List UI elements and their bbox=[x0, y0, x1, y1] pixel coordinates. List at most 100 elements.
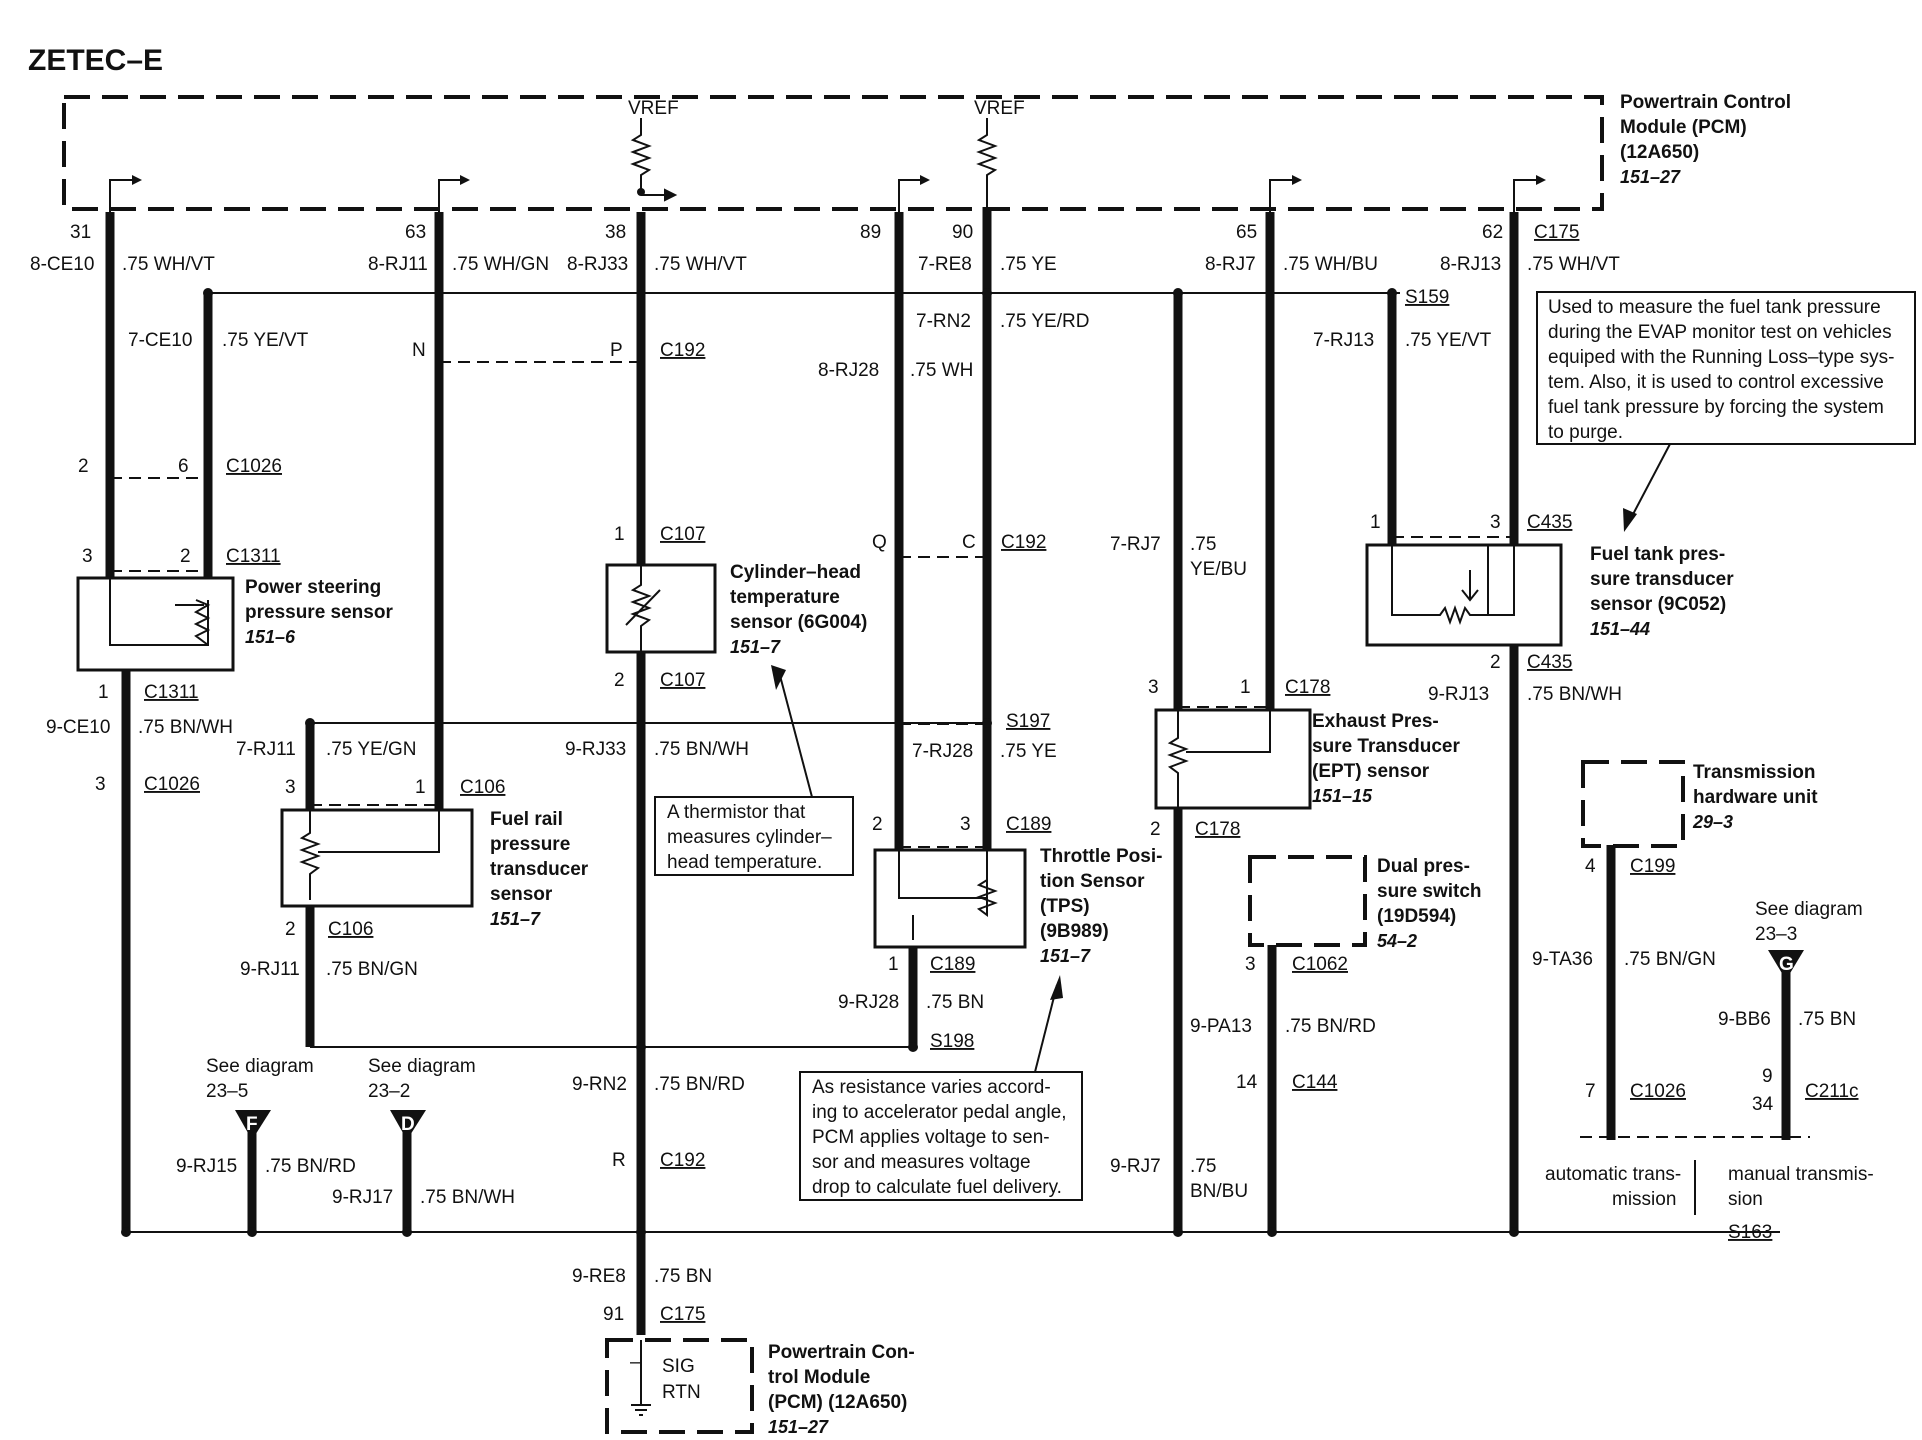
svg-text:.75 BN/WH: .75 BN/WH bbox=[420, 1187, 515, 1208]
svg-text:Fuel tank pres-: Fuel tank pres- bbox=[1590, 544, 1725, 565]
resistance-arrow bbox=[1034, 984, 1058, 1073]
svg-text:9-RN2: 9-RN2 bbox=[572, 1074, 627, 1095]
svg-text:9-RE8: 9-RE8 bbox=[572, 1266, 626, 1287]
svg-text:2: 2 bbox=[1150, 819, 1161, 840]
svg-text:Throttle Posi-: Throttle Posi- bbox=[1040, 846, 1162, 867]
cht-sensor-label: Cylinder–head temperature sensor (6G004)… bbox=[730, 562, 867, 657]
svg-text:C178: C178 bbox=[1195, 819, 1240, 840]
svg-text:6: 6 bbox=[178, 456, 189, 477]
svg-text:.75 BN/RD: .75 BN/RD bbox=[265, 1156, 356, 1177]
power-steering-sensor-box bbox=[76, 576, 235, 672]
svg-text:Power steering: Power steering bbox=[245, 577, 381, 598]
svg-text:C199: C199 bbox=[1630, 856, 1675, 877]
svg-text:9-BB6: 9-BB6 bbox=[1718, 1009, 1771, 1030]
svg-text:1: 1 bbox=[1370, 512, 1381, 533]
svg-text:C1062: C1062 bbox=[1292, 954, 1348, 975]
svg-text:S198: S198 bbox=[930, 1031, 974, 1052]
svg-text:151–27: 151–27 bbox=[1620, 167, 1681, 187]
fuel-rail-symbol bbox=[299, 810, 440, 900]
thermistor-symbol bbox=[625, 565, 661, 652]
svg-text:C106: C106 bbox=[460, 777, 505, 798]
pcm-pin-flags bbox=[109, 175, 1546, 212]
svg-text:(TPS): (TPS) bbox=[1040, 896, 1090, 917]
svg-text:8-RJ7: 8-RJ7 bbox=[1205, 254, 1256, 275]
ps-sensor-symbol bbox=[109, 578, 211, 646]
svg-text:.75 BN: .75 BN bbox=[926, 992, 984, 1013]
evap-note: Used to measure the fuel tank pressure d… bbox=[1548, 297, 1894, 443]
svg-text:fuel tank pressure by forcing: fuel tank pressure by forcing the system bbox=[1548, 397, 1884, 418]
svg-text:2: 2 bbox=[78, 456, 89, 477]
connector-dashes bbox=[110, 361, 1810, 1215]
see-diagram-d: See diagram 23–2 D bbox=[368, 1056, 476, 1140]
svg-text:Fuel rail: Fuel rail bbox=[490, 809, 563, 830]
svg-text:R: R bbox=[612, 1150, 626, 1171]
circuit-labels: 8-CE10 .75 WH/VT 8-RJ11 .75 WH/GN 8-RJ33… bbox=[30, 254, 1856, 1287]
svg-text:tion Sensor: tion Sensor bbox=[1040, 871, 1145, 892]
svg-text:4: 4 bbox=[1585, 856, 1596, 877]
ftp-sensor-label: Fuel tank pres- sure transducer sensor (… bbox=[1590, 544, 1734, 639]
svg-text:C189: C189 bbox=[1006, 814, 1051, 835]
dual-pressure-switch-box bbox=[1248, 855, 1367, 947]
svg-text:.75 BN/WH: .75 BN/WH bbox=[138, 717, 233, 738]
ept-sensor-label: Exhaust Pres- sure Transducer (EPT) sens… bbox=[1312, 711, 1460, 806]
svg-text:Q: Q bbox=[872, 532, 887, 553]
svg-text:C435: C435 bbox=[1527, 512, 1572, 533]
svg-text:sure Transducer: sure Transducer bbox=[1312, 736, 1460, 757]
svg-text:1: 1 bbox=[888, 954, 899, 975]
svg-text:sensor: sensor bbox=[490, 884, 553, 905]
svg-text:As resistance varies accord-: As resistance varies accord- bbox=[812, 1077, 1051, 1098]
svg-text:during the EVAP monitor test o: during the EVAP monitor test on vehicles bbox=[1548, 322, 1892, 343]
svg-text:23–3: 23–3 bbox=[1755, 924, 1797, 945]
svg-text:3: 3 bbox=[285, 777, 296, 798]
pcm-bottom-box bbox=[605, 1338, 754, 1434]
svg-text:7: 7 bbox=[1585, 1081, 1596, 1102]
svg-text:hardware unit: hardware unit bbox=[1693, 787, 1818, 808]
tps-label: Throttle Posi- tion Sensor (TPS) (9B989)… bbox=[1040, 846, 1162, 966]
svg-text:.75 WH: .75 WH bbox=[910, 360, 973, 381]
svg-text:1: 1 bbox=[98, 682, 109, 703]
svg-text:9-RJ17: 9-RJ17 bbox=[332, 1187, 393, 1208]
svg-text:2: 2 bbox=[285, 919, 296, 940]
svg-text:8-RJ13: 8-RJ13 bbox=[1440, 254, 1501, 275]
svg-text:(EPT) sensor: (EPT) sensor bbox=[1312, 761, 1430, 782]
svg-text:31: 31 bbox=[70, 222, 91, 243]
automatic-transmission-label: automatic trans- mission bbox=[1545, 1164, 1681, 1210]
svg-text:mission: mission bbox=[1612, 1189, 1676, 1210]
svg-text:.75 BN/WH: .75 BN/WH bbox=[654, 739, 749, 760]
svg-text:transducer: transducer bbox=[490, 859, 589, 880]
svg-text:temperature: temperature bbox=[730, 587, 840, 608]
svg-text:.75 WH/VT: .75 WH/VT bbox=[122, 254, 215, 275]
connector-labels: N P C192 2 6 C1026 3 2 C1311 1 C1311 3 C… bbox=[78, 287, 1859, 1325]
svg-text:.75 BN: .75 BN bbox=[654, 1266, 712, 1287]
svg-text:151–7: 151–7 bbox=[1040, 946, 1091, 966]
svg-text:C1311: C1311 bbox=[226, 546, 281, 567]
wires bbox=[105, 207, 1791, 1335]
svg-text:7-RE8: 7-RE8 bbox=[918, 254, 972, 275]
svg-text:9-RJ13: 9-RJ13 bbox=[1428, 684, 1489, 705]
thermistor-note-box bbox=[654, 796, 854, 876]
svg-text:90: 90 bbox=[952, 222, 973, 243]
svg-text:PCM applies voltage to sen-: PCM applies voltage to sen- bbox=[812, 1127, 1050, 1148]
svg-text:9-CE10: 9-CE10 bbox=[46, 717, 110, 738]
svg-text:.75 YE/GN: .75 YE/GN bbox=[326, 739, 416, 760]
ftp-sensor-box bbox=[1365, 543, 1563, 647]
svg-text:3: 3 bbox=[82, 546, 93, 567]
svg-text:tem. Also, it is used to contr: tem. Also, it is used to control excessi… bbox=[1548, 372, 1884, 393]
svg-text:pressure sensor: pressure sensor bbox=[245, 602, 393, 623]
svg-text:drop to calculate fuel deliver: drop to calculate fuel delivery. bbox=[812, 1177, 1062, 1198]
svg-text:3: 3 bbox=[1490, 512, 1501, 533]
svg-text:SIG: SIG bbox=[662, 1356, 695, 1377]
svg-text:7-RJ28: 7-RJ28 bbox=[912, 741, 973, 762]
svg-text:head temperature.: head temperature. bbox=[667, 852, 822, 873]
pcm-top-box bbox=[62, 95, 1604, 211]
svg-text:.75: .75 bbox=[1190, 1156, 1216, 1177]
svg-text:–: – bbox=[630, 1352, 641, 1373]
resistance-arrowhead bbox=[1050, 975, 1063, 1000]
svg-text:sure switch: sure switch bbox=[1377, 881, 1482, 902]
svg-text:C1026: C1026 bbox=[1630, 1081, 1686, 1102]
svg-text:C435: C435 bbox=[1527, 652, 1572, 673]
svg-text:(12A650): (12A650) bbox=[1620, 142, 1699, 163]
svg-text:.75 BN/GN: .75 BN/GN bbox=[1624, 949, 1716, 970]
power-steering-sensor-label: Power steering pressure sensor 151–6 bbox=[245, 577, 393, 647]
